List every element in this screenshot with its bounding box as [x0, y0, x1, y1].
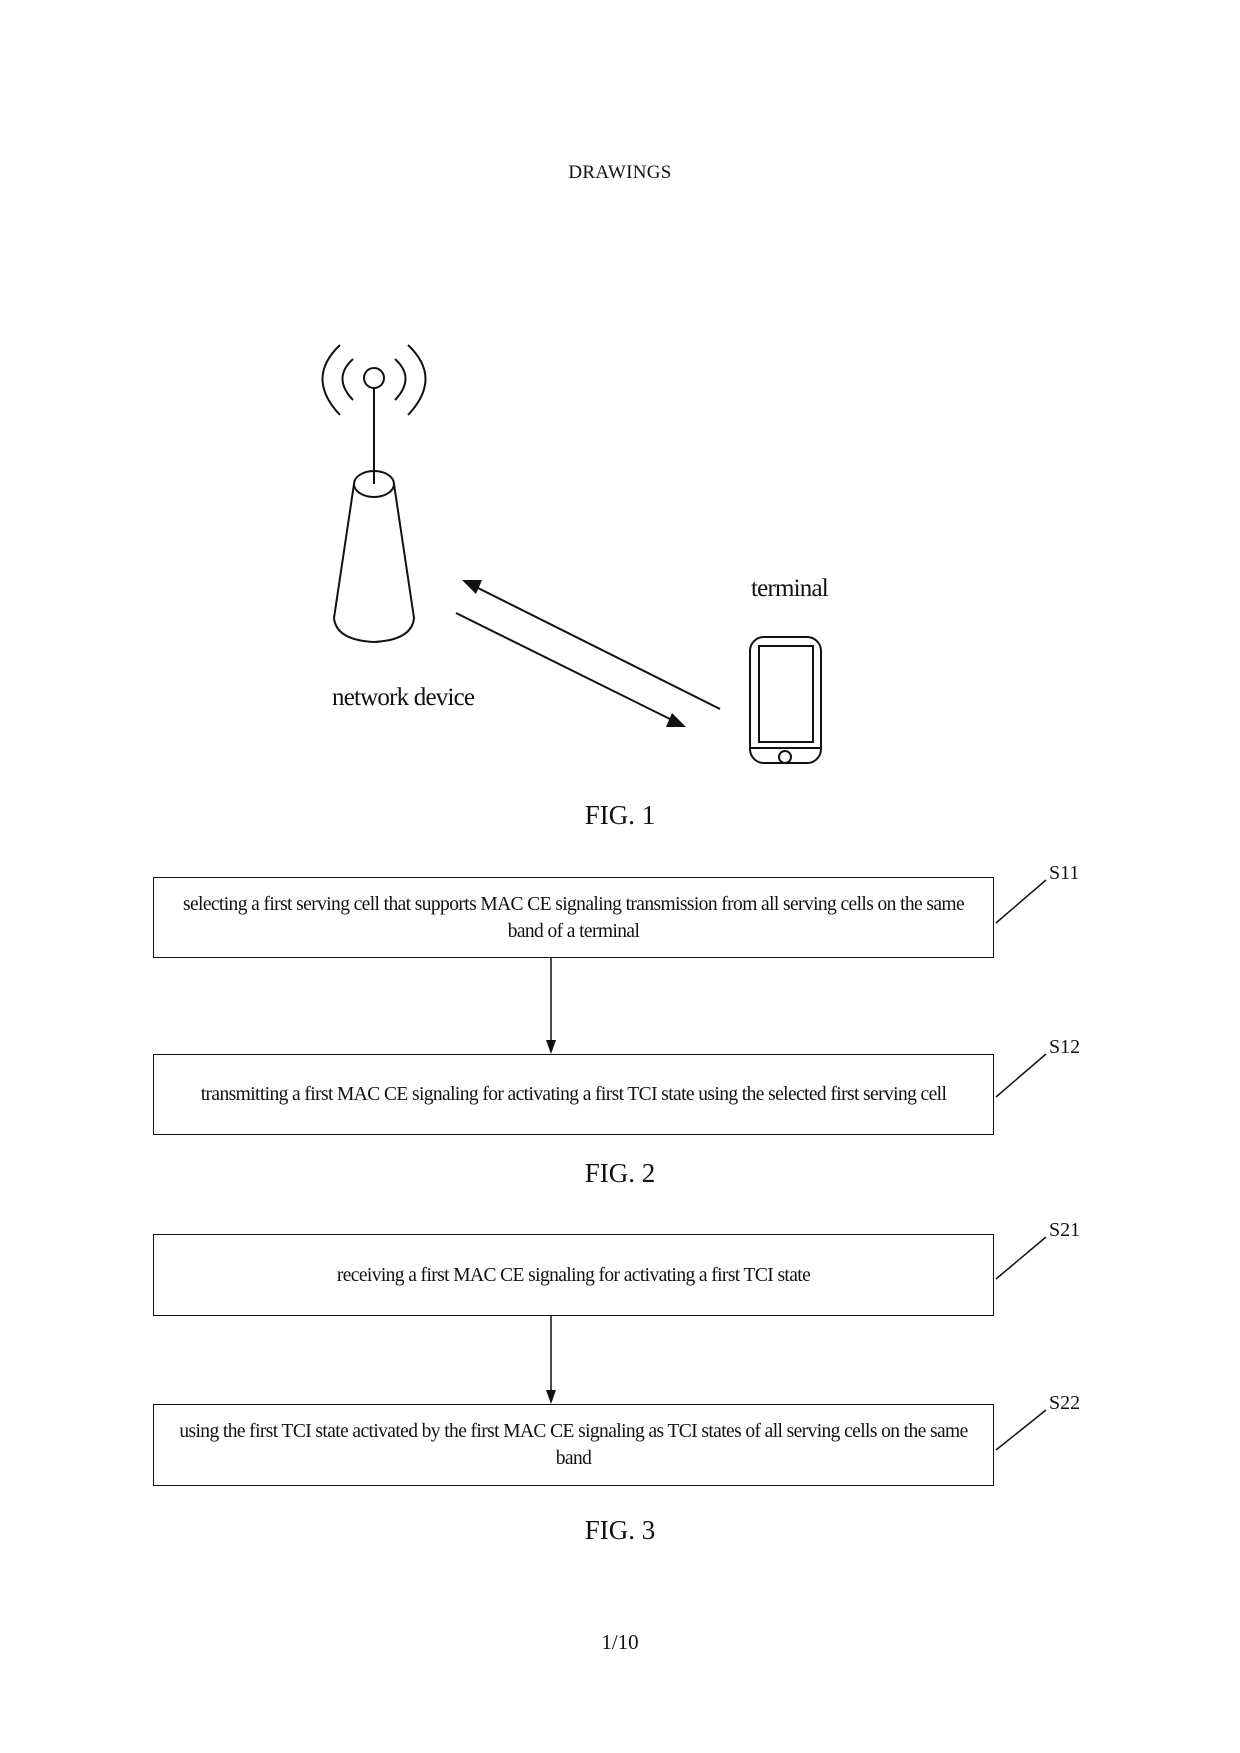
step-text: transmitting a first MAC CE signaling fo… — [200, 1084, 947, 1105]
arrowhead-s22 — [546, 1390, 556, 1404]
signal-wave-outer-right — [407, 344, 427, 416]
page-header: DRAWINGS — [568, 162, 672, 183]
phone-body — [749, 636, 822, 764]
uplink-arrowhead — [462, 580, 482, 594]
step-id-label: S21 — [1049, 1219, 1081, 1241]
terminal-phone-icon — [749, 636, 822, 764]
network-device-label: network device — [332, 684, 475, 711]
step-box-s22: using the first TCI state activated by t… — [153, 1404, 994, 1486]
leader-line-s22 — [995, 1409, 1047, 1451]
step-id-label: S11 — [1049, 862, 1080, 884]
tower-body — [332, 483, 416, 644]
step-box-s21: receiving a first MAC CE signaling for a… — [153, 1234, 994, 1316]
step-text: selecting a first serving cell that supp… — [182, 893, 965, 942]
signal-wave-inner-left — [341, 358, 354, 401]
step-id-label: S22 — [1049, 1392, 1081, 1414]
base-station-icon — [321, 344, 427, 644]
uplink-arrow — [471, 584, 721, 710]
downlink-arrowhead — [666, 713, 686, 727]
leader-line-s12 — [995, 1053, 1047, 1098]
phone-screen — [758, 645, 814, 743]
phone-home-button — [778, 750, 792, 764]
downlink-arrow — [455, 612, 677, 723]
fig3-caption: FIG. 3 — [584, 1515, 656, 1545]
leader-line-s21 — [995, 1236, 1047, 1280]
fig1-caption: FIG. 1 — [584, 800, 656, 830]
terminal-label: terminal — [751, 575, 829, 602]
fig2-caption: FIG. 2 — [584, 1158, 656, 1188]
step-text: using the first TCI state activated by t… — [179, 1421, 968, 1469]
arrowhead-s12 — [546, 1040, 556, 1054]
signal-wave-inner-right — [394, 358, 407, 401]
signal-wave-outer-left — [321, 344, 341, 416]
step-id-label: S12 — [1049, 1036, 1081, 1058]
page-number: 1/10 — [601, 1630, 639, 1654]
leader-line-s11 — [995, 879, 1047, 924]
tower-top — [353, 470, 395, 498]
step-box-s12: transmitting a first MAC CE signaling fo… — [153, 1054, 994, 1135]
antenna-tip — [363, 367, 385, 389]
step-text: receiving a first MAC CE signaling for a… — [336, 1264, 811, 1286]
step-box-s11: selecting a first serving cell that supp… — [153, 877, 994, 958]
